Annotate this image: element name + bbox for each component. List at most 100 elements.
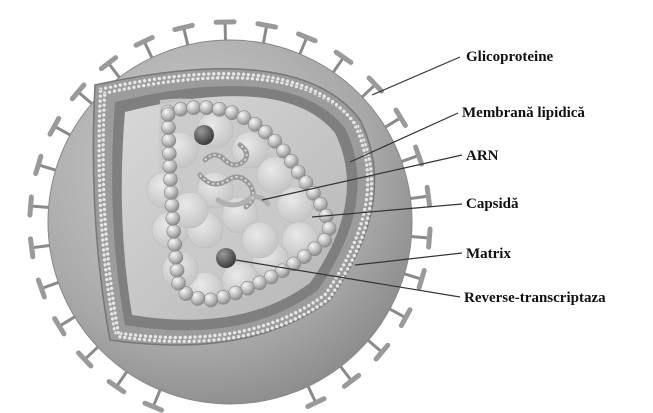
membrane-dot — [172, 75, 176, 79]
capsid-bead — [166, 211, 180, 225]
membrane-dot — [333, 288, 337, 292]
membrane-dot — [167, 339, 171, 343]
membrane-dot — [217, 72, 221, 76]
membrane-dot — [364, 221, 368, 225]
glycoprotein-spike-cap — [308, 399, 324, 407]
glycoprotein-spike-stalk — [80, 93, 94, 105]
membrane-dot — [143, 338, 147, 342]
glycoprotein-spike-cap — [31, 239, 33, 257]
membrane-dot — [106, 252, 110, 256]
membrane-dot — [132, 85, 136, 89]
membrane-dot — [137, 84, 141, 88]
membrane-dot — [99, 218, 103, 222]
membrane-dot — [289, 313, 293, 317]
glycoprotein-spike-cap — [429, 229, 430, 247]
glycoprotein-spike-stalk — [40, 165, 57, 170]
membrane-dot — [152, 82, 156, 86]
membrane-dot — [168, 335, 172, 339]
glycoprotein-spike-stalk — [263, 27, 266, 45]
membrane-dot — [177, 74, 181, 78]
membrane-dot — [319, 295, 323, 299]
membrane-dot — [127, 86, 131, 90]
membrane-dot — [352, 241, 356, 245]
membrane-dot — [236, 76, 240, 80]
membrane-dot — [102, 113, 106, 117]
membrane-dot — [162, 76, 166, 80]
membrane-dot — [113, 311, 117, 315]
glycoprotein-spike-stalk — [118, 370, 128, 385]
membrane-dot — [295, 82, 299, 86]
membrane-dot — [133, 337, 137, 341]
membrane-dot — [266, 322, 270, 326]
membrane-dot — [369, 197, 373, 201]
membrane-dot — [345, 113, 349, 117]
label-reverse-transcriptaza: Reverse-transcriptaza — [464, 289, 606, 307]
membrane-dot — [182, 74, 186, 78]
membrane-dot — [138, 337, 142, 341]
membrane-dot — [323, 299, 327, 303]
membrane-dot — [314, 89, 318, 93]
membrane-dot — [192, 339, 196, 343]
membrane-dot — [300, 84, 304, 88]
membrane-dot — [223, 332, 227, 336]
membrane-dot — [133, 80, 137, 84]
membrane-dot — [172, 339, 176, 343]
membrane-dot — [113, 84, 117, 88]
membrane-dot — [97, 149, 101, 153]
membrane-dot — [276, 319, 280, 323]
membrane-dot — [101, 173, 105, 177]
membrane-dot — [181, 78, 185, 82]
membrane-dot — [370, 177, 374, 181]
glycoprotein-spike-stalk — [43, 282, 60, 288]
membrane-dot — [368, 207, 372, 211]
membrane-dot — [203, 334, 207, 338]
membrane-dot — [251, 332, 255, 336]
capsid-bead — [161, 121, 175, 135]
membrane-dot — [142, 84, 146, 88]
capsid-bead — [165, 198, 179, 212]
membrane-dot — [237, 72, 241, 76]
membrane-dot — [97, 129, 101, 133]
membrane-dot — [227, 336, 231, 340]
membrane-dot — [192, 73, 196, 77]
glycoprotein-spike-stalk — [388, 308, 404, 317]
membrane-dot — [101, 148, 105, 152]
membrane-dot — [293, 317, 297, 321]
membrane-dot — [108, 272, 112, 276]
membrane-dot — [101, 138, 105, 142]
glycoprotein-spike-cap — [38, 280, 44, 297]
capsid-bead — [200, 101, 214, 115]
membrane-dot — [364, 158, 368, 162]
membrane-dot — [108, 85, 112, 89]
membrane-dot — [218, 333, 222, 337]
membrane-dot — [147, 83, 151, 87]
glycoprotein-spike-stalk — [34, 245, 52, 247]
membrane-dot — [101, 143, 105, 147]
membrane-dot — [171, 79, 175, 83]
membrane-dot — [280, 323, 284, 327]
membrane-dot — [108, 90, 112, 94]
membrane-dot — [211, 76, 215, 80]
membrane-dot — [98, 109, 102, 113]
enzyme-particle — [194, 125, 214, 145]
membrane-dot — [99, 208, 103, 212]
membrane-dot — [112, 306, 116, 310]
membrane-dot — [202, 72, 206, 76]
membrane-dot — [213, 334, 217, 338]
membrane-dot — [163, 335, 167, 339]
membrane-dot — [307, 304, 311, 308]
membrane-dot — [111, 296, 115, 300]
membrane-dot — [106, 257, 110, 261]
membrane-dot — [281, 78, 285, 82]
membrane-dot — [201, 77, 205, 81]
membrane-dot — [276, 77, 280, 81]
membrane-dot — [358, 240, 362, 244]
membrane-dot — [358, 134, 362, 138]
membrane-dot — [298, 308, 302, 312]
membrane-dot — [208, 334, 212, 338]
membrane-dot — [306, 310, 310, 314]
membrane-dot — [166, 80, 170, 84]
membrane-dot — [271, 76, 275, 80]
membrane-dot — [323, 292, 327, 296]
